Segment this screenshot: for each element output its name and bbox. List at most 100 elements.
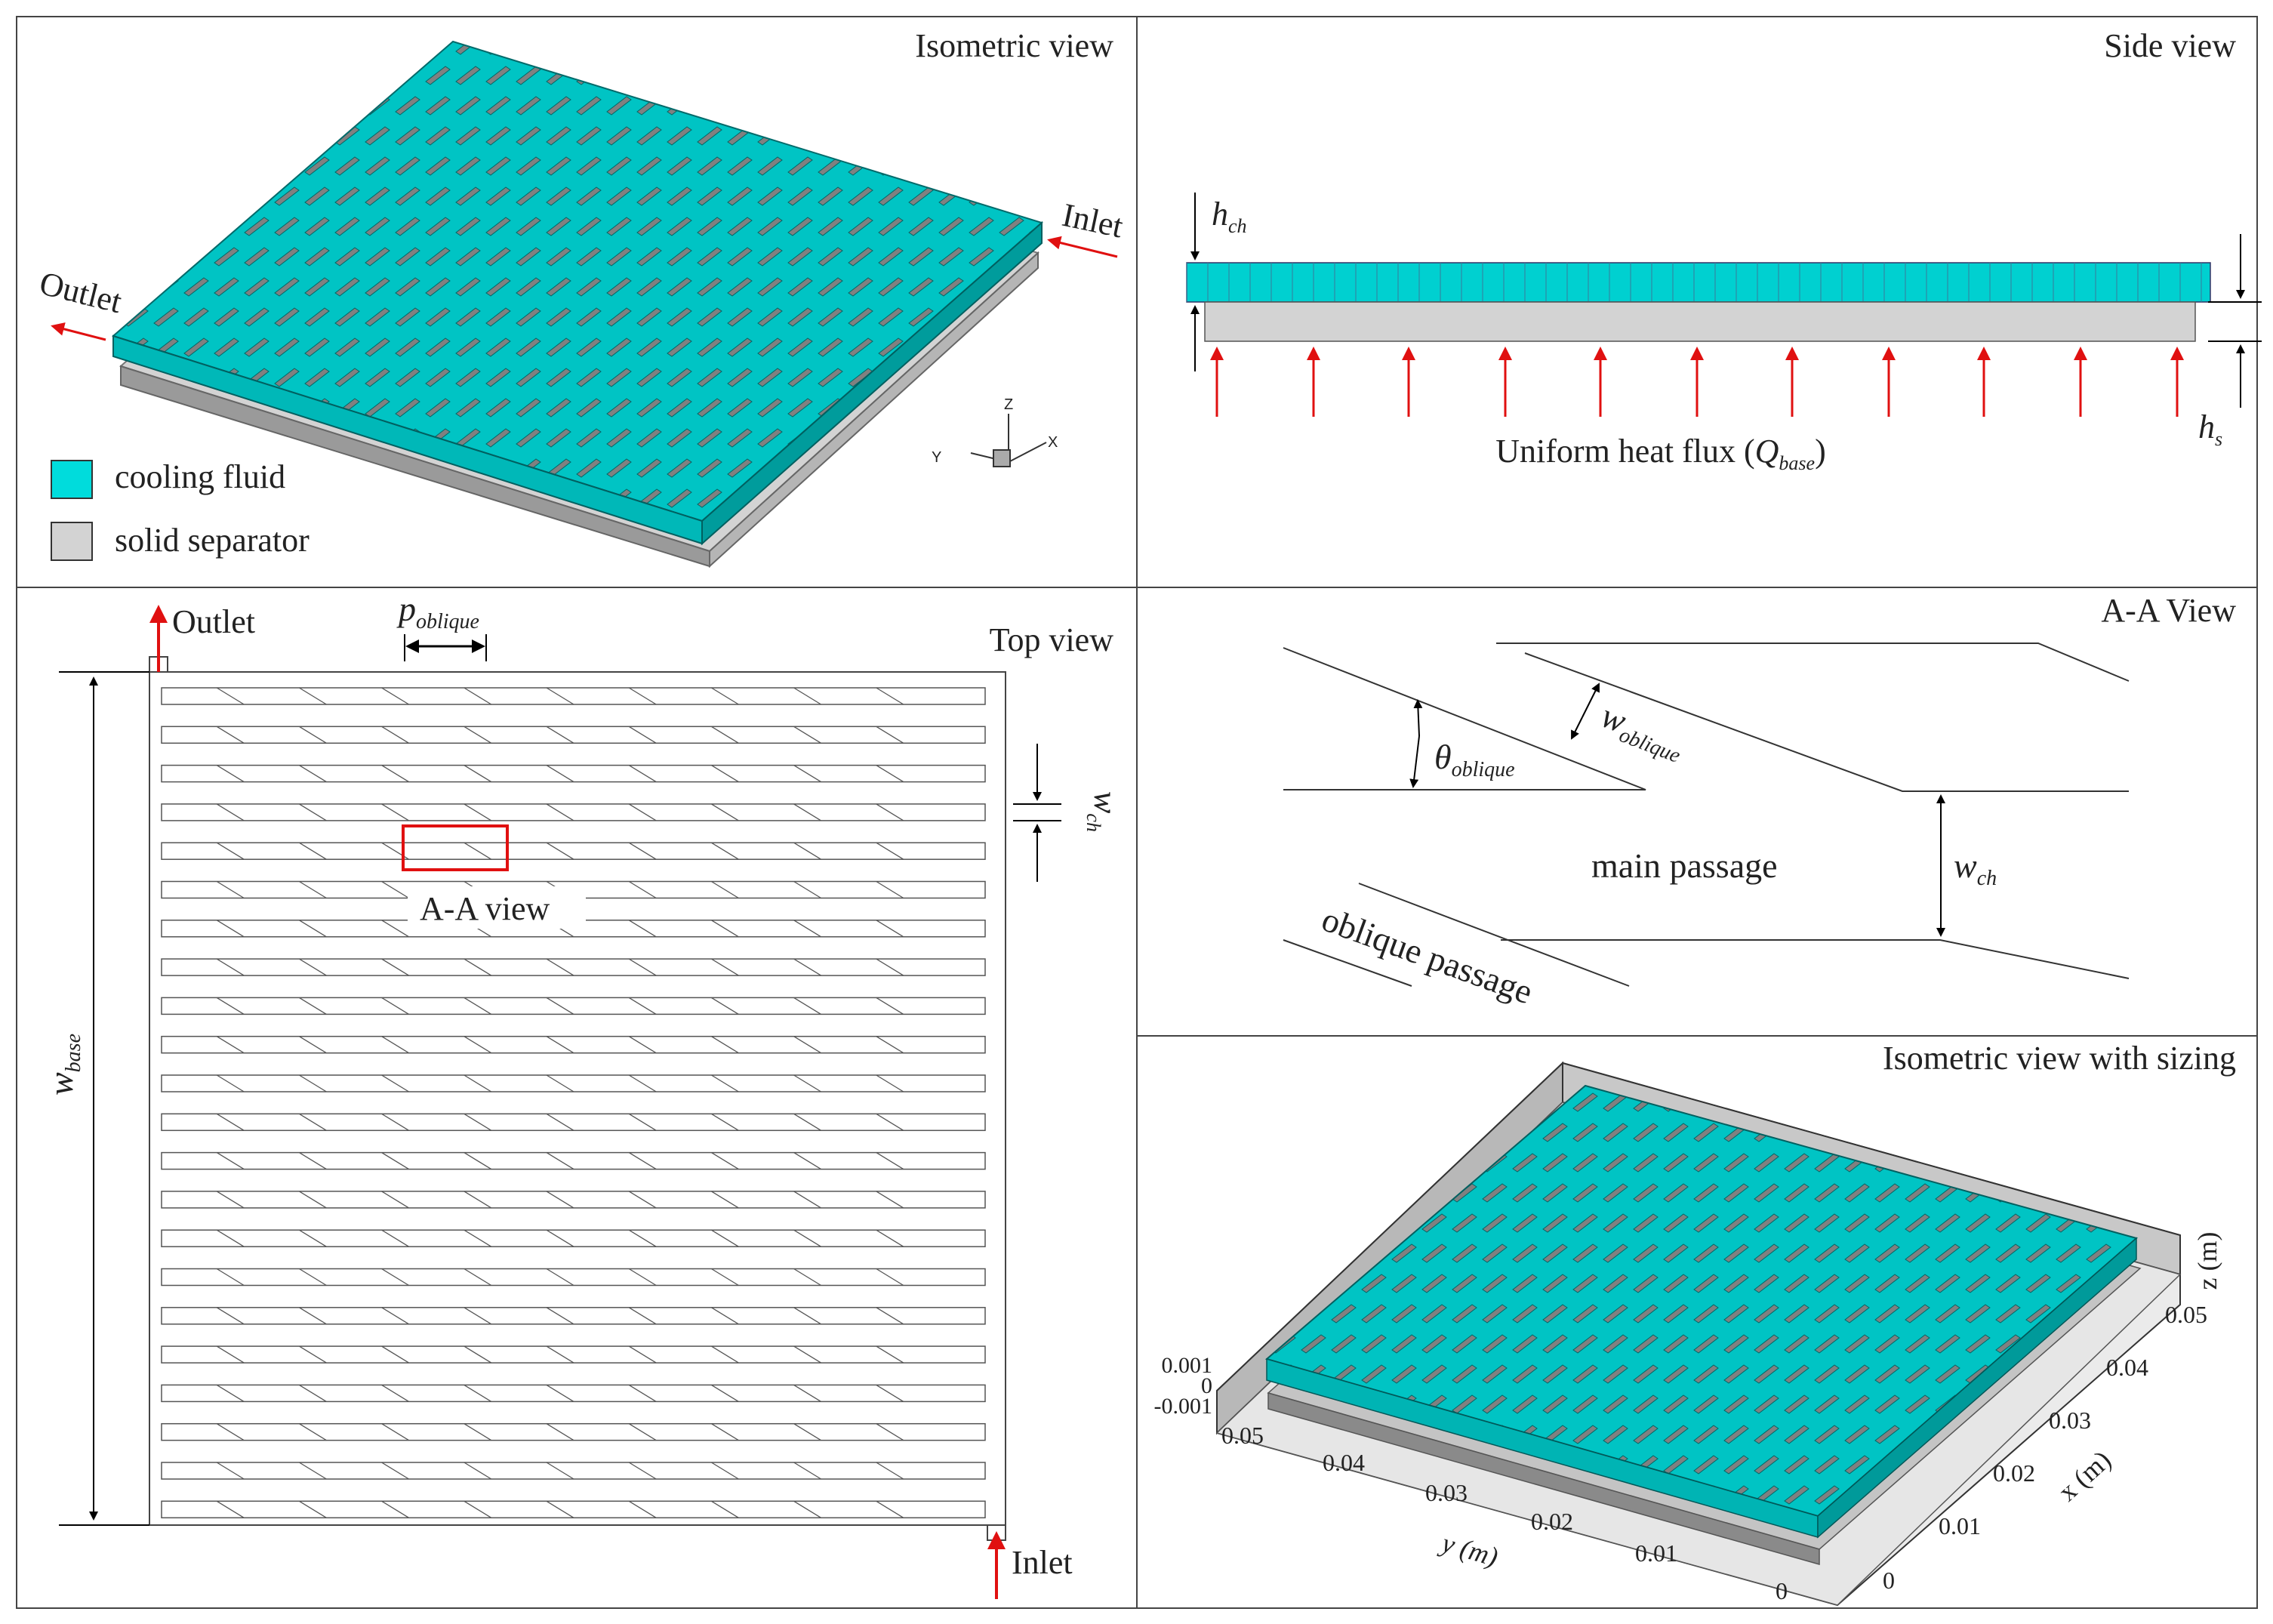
y-axis-label: y (m) (1437, 1527, 1501, 1572)
oblique-cut (546, 1268, 574, 1287)
oblique-cut (299, 997, 327, 1015)
oblique-cut (793, 1384, 821, 1402)
theta-arrow-top (1413, 699, 1423, 737)
oblique-cut (381, 1423, 409, 1441)
oblique-cut (299, 687, 327, 705)
channel-row (161, 958, 986, 976)
w-oblique-label: woblique (1594, 696, 1691, 768)
oblique-cut (381, 958, 409, 976)
oblique-cut (628, 1345, 657, 1364)
legend-label-fluid: cooling fluid (115, 458, 285, 495)
panel-aa: A-A View θoblique woblique main passage … (1283, 592, 2236, 1011)
oblique-cut (711, 842, 739, 860)
oblique-cut (464, 1229, 492, 1247)
oblique-cut (381, 765, 409, 783)
iso-outlet-arrow (51, 322, 106, 341)
oblique-cut (628, 1307, 657, 1325)
oblique-cut (299, 1345, 327, 1364)
oblique-cut (793, 997, 821, 1015)
oblique-cut (711, 1345, 739, 1364)
oblique-cut (793, 1268, 821, 1287)
oblique-cut (216, 1345, 245, 1364)
oblique-cut (464, 1036, 492, 1054)
oblique-cut (628, 1113, 657, 1131)
oblique-cut (628, 1074, 657, 1092)
sizing-title: Isometric view with sizing (1883, 1040, 2236, 1077)
oblique-cut (299, 1423, 327, 1441)
aa-wch-label: wch (1954, 846, 1997, 890)
oblique-cut (628, 958, 657, 976)
channel-row (161, 1151, 986, 1170)
channel-row (161, 1074, 986, 1092)
oblique-cut (299, 958, 327, 976)
y-tick-0: 0.05 (1221, 1422, 1264, 1449)
oblique-cut (793, 726, 821, 744)
oblique-cut (546, 1462, 574, 1480)
oblique-cut (464, 1191, 492, 1209)
oblique-cut (464, 687, 492, 705)
oblique-cut (216, 958, 245, 976)
oblique-cut (464, 842, 492, 860)
oblique-cut (876, 1423, 904, 1441)
z-tick-0: 0.001 (1162, 1353, 1213, 1378)
y-tick-1: 0.04 (1323, 1449, 1365, 1476)
legend-swatch-solid (51, 522, 93, 561)
oblique-cut (381, 1113, 409, 1131)
oblique-cut (628, 726, 657, 744)
oblique-cut (381, 1345, 409, 1364)
oblique-cut (793, 1113, 821, 1131)
oblique-cut (299, 1268, 327, 1287)
oblique-cut (711, 997, 739, 1015)
oblique-cut (793, 1152, 821, 1170)
w-oblique-arrow-bottom (1571, 716, 1583, 740)
oblique-cut (876, 1268, 904, 1287)
oblique-cut (299, 1191, 327, 1209)
oblique-cut (876, 687, 904, 705)
oblique-cut (299, 1036, 327, 1054)
channel-row (161, 1500, 986, 1519)
oblique-cut (628, 1191, 657, 1209)
x-tick-0: 0.05 (2165, 1301, 2207, 1328)
iso-axis-x: X (1048, 434, 1058, 451)
top-title: Top view (990, 621, 1114, 658)
iso-inlet-label: Inlet (1059, 196, 1126, 245)
channel-row (161, 1307, 986, 1325)
oblique-cut (711, 1423, 739, 1441)
side-channel-lines (1186, 263, 2202, 302)
oblique-cut (299, 1229, 327, 1247)
side-fluid-bar (1186, 262, 2211, 303)
oblique-cut (216, 1113, 245, 1131)
oblique-cut (299, 842, 327, 860)
oblique-cut (876, 1152, 904, 1170)
theta-oblique-label: θoblique (1434, 738, 1515, 781)
oblique-cut (381, 997, 409, 1015)
oblique-cut (464, 1152, 492, 1170)
oblique-cut (546, 765, 574, 783)
oblique-cut (876, 1191, 904, 1209)
channel-row (161, 1268, 986, 1287)
main-passage-label: main passage (1591, 846, 1778, 885)
oblique-cut (381, 1074, 409, 1092)
oblique-cut (628, 1500, 657, 1518)
oblique-cut (546, 1152, 574, 1170)
channel-row (161, 1035, 986, 1054)
wbase-label-bg (42, 1015, 88, 1121)
oblique-cut (299, 920, 327, 938)
oblique-cut (299, 1113, 327, 1131)
oblique-cut (628, 687, 657, 705)
oblique-cut (464, 997, 492, 1015)
oblique-cut (546, 687, 574, 705)
panel-top: Top view Outlet Inlet poblique A-A view … (42, 590, 1124, 1599)
legend-label-solid: solid separator (115, 522, 310, 559)
oblique-cut (546, 726, 574, 744)
oblique-cut (464, 1074, 492, 1092)
oblique-cut (464, 765, 492, 783)
oblique-cut (711, 1384, 739, 1402)
x-tick-5: 0 (1883, 1567, 1895, 1594)
oblique-cut (711, 687, 739, 705)
oblique-cut (381, 1152, 409, 1170)
oblique-cut (711, 1462, 739, 1480)
aa-wall-lines (1283, 643, 2130, 987)
top-channel-grid (161, 687, 986, 1519)
channel-row (161, 842, 986, 860)
